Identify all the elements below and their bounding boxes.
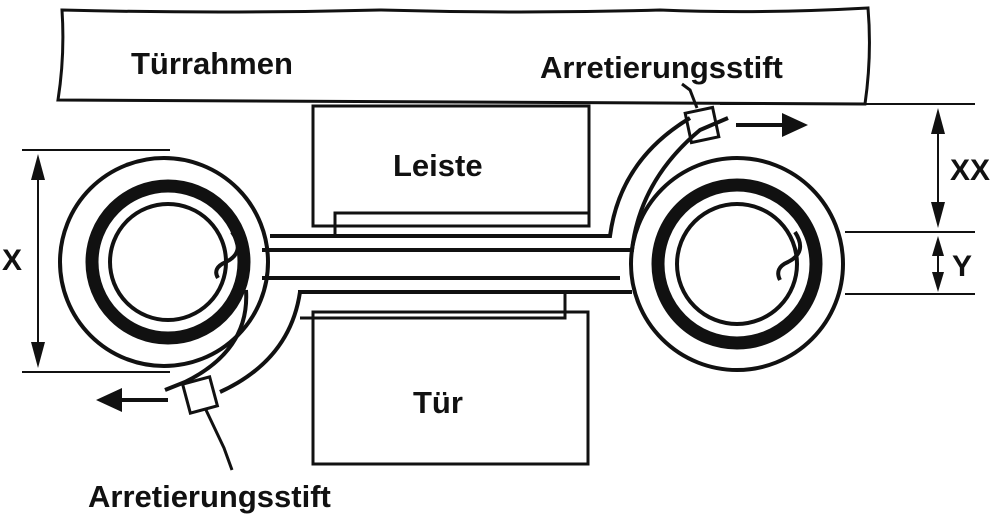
door-label: Tür (413, 385, 463, 420)
arrow-right-icon (736, 113, 808, 137)
bottom-locking-pin (180, 375, 234, 471)
dim-x-label: X (2, 244, 23, 277)
dim-y-label: Y (952, 250, 973, 283)
door-inner-tab (300, 292, 567, 320)
spring-band (164, 116, 729, 394)
pin-top-label: Arretierungsstift (540, 50, 783, 85)
right-hinge-roll (629, 156, 845, 372)
dimension-y (845, 236, 975, 295)
strip-block (311, 104, 591, 228)
dim-xx-label: XX (950, 154, 991, 187)
dimension-x (22, 149, 170, 373)
frame-label: Türrahmen (131, 46, 293, 81)
left-hinge-roll (58, 156, 270, 368)
pin-bottom-label: Arretierungsstift (88, 479, 331, 514)
top-locking-pin (681, 82, 721, 145)
dimension-xx (720, 103, 975, 233)
arrow-left-icon (96, 388, 168, 412)
strip-label: Leiste (393, 148, 483, 183)
door-block (311, 310, 590, 466)
strip-inner-tab (333, 211, 590, 236)
